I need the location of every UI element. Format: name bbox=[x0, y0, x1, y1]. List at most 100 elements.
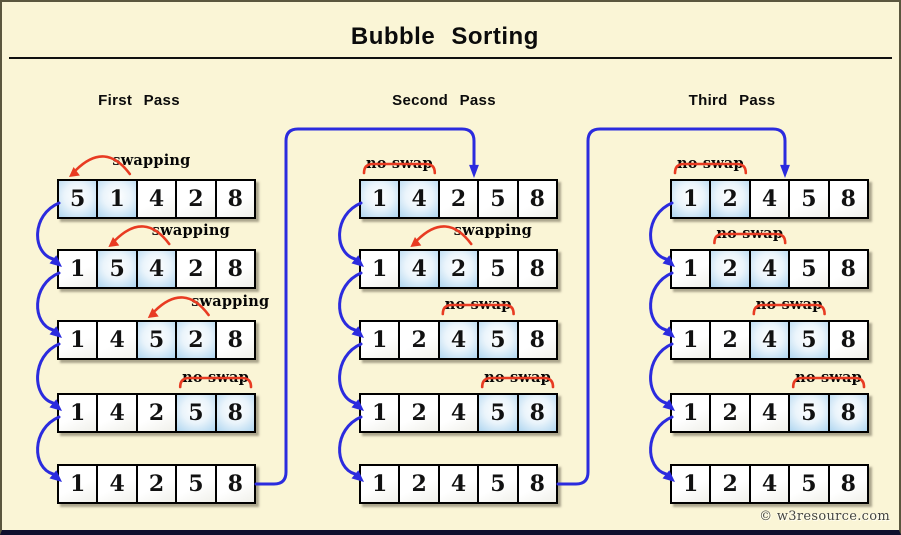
array-cell: 5 bbox=[479, 466, 519, 502]
array-cell: 1 bbox=[361, 466, 401, 502]
array-cell: 4 bbox=[400, 181, 440, 217]
array-cell: 4 bbox=[98, 466, 138, 502]
array-cell: 5 bbox=[177, 466, 217, 502]
title-divider bbox=[9, 57, 892, 59]
array-cell: 5 bbox=[790, 466, 830, 502]
swap-label: swapping bbox=[453, 222, 532, 239]
array-cell: 1 bbox=[59, 466, 99, 502]
array-cell: 1 bbox=[59, 322, 99, 358]
array-cell: 8 bbox=[518, 322, 557, 358]
array-cell: 1 bbox=[672, 395, 712, 431]
array-cell: 2 bbox=[439, 251, 480, 287]
array-cell: 8 bbox=[216, 251, 255, 287]
pass-header: First Pass bbox=[98, 92, 180, 109]
no-swap-label: no swap bbox=[713, 225, 787, 242]
array-cell: 2 bbox=[400, 322, 440, 358]
array-cell: 5 bbox=[790, 181, 830, 217]
array-cell: 1 bbox=[98, 181, 138, 217]
array-cell: 2 bbox=[400, 395, 440, 431]
array-cell: 2 bbox=[137, 466, 178, 502]
array-cell: 2 bbox=[711, 251, 751, 287]
array-cell: 4 bbox=[750, 181, 791, 217]
array-cell: 8 bbox=[829, 395, 868, 431]
no-swap-label: no swap bbox=[179, 369, 253, 386]
array-cell: 2 bbox=[177, 181, 217, 217]
no-swap-label: no swap bbox=[441, 296, 515, 313]
array-cell: 5 bbox=[790, 322, 830, 358]
array-cell: 4 bbox=[137, 251, 178, 287]
array-cell: 4 bbox=[750, 322, 791, 358]
array-cell: 5 bbox=[479, 322, 519, 358]
array-cell: 8 bbox=[518, 251, 557, 287]
array-cell: 8 bbox=[829, 181, 868, 217]
array-cell: 4 bbox=[98, 395, 138, 431]
watermark: © w3resource.com bbox=[759, 509, 890, 524]
array-cell: 4 bbox=[439, 322, 480, 358]
array-cell: 5 bbox=[479, 251, 519, 287]
array-cell: 4 bbox=[137, 181, 178, 217]
no-swap-label: no swap bbox=[362, 155, 436, 172]
no-swap-label: no swap bbox=[792, 369, 866, 386]
array-cell: 1 bbox=[672, 466, 712, 502]
array-cell: 2 bbox=[711, 395, 751, 431]
array-cell: 1 bbox=[59, 395, 99, 431]
no-swap-label: no swap bbox=[481, 369, 555, 386]
array-cell: 8 bbox=[216, 181, 255, 217]
pass-header: Second Pass bbox=[392, 92, 496, 109]
array-cell: 1 bbox=[59, 251, 99, 287]
array-cell: 1 bbox=[361, 322, 401, 358]
array-cell: 4 bbox=[439, 395, 480, 431]
array-cell: 2 bbox=[711, 181, 751, 217]
array-cell: 4 bbox=[750, 395, 791, 431]
array-cell: 8 bbox=[216, 395, 255, 431]
array-cell: 1 bbox=[361, 395, 401, 431]
array-cell: 1 bbox=[672, 251, 712, 287]
array-cell: 5 bbox=[137, 322, 178, 358]
array-cell: 5 bbox=[790, 395, 830, 431]
array-cell: 1 bbox=[361, 181, 401, 217]
array-cell: 4 bbox=[439, 466, 480, 502]
array-cell: 8 bbox=[829, 322, 868, 358]
array-cell: 2 bbox=[439, 181, 480, 217]
array-cell: 4 bbox=[750, 466, 791, 502]
array-cell: 5 bbox=[59, 181, 99, 217]
array-cell: 5 bbox=[98, 251, 138, 287]
array-cell: 2 bbox=[400, 466, 440, 502]
array-cell: 8 bbox=[829, 466, 868, 502]
array-cell: 2 bbox=[177, 322, 217, 358]
array-cell: 4 bbox=[400, 251, 440, 287]
swap-label: swapping bbox=[112, 152, 191, 169]
array-cell: 8 bbox=[518, 466, 557, 502]
no-swap-label: no swap bbox=[752, 296, 826, 313]
array-cell: 4 bbox=[98, 322, 138, 358]
array-cell: 2 bbox=[711, 466, 751, 502]
array-cell: 5 bbox=[177, 395, 217, 431]
page-title: Bubble Sorting bbox=[350, 23, 539, 50]
array-cell: 8 bbox=[216, 466, 255, 502]
array-cell: 5 bbox=[479, 395, 519, 431]
array-cell: 2 bbox=[137, 395, 178, 431]
array-cell: 5 bbox=[479, 181, 519, 217]
swap-label: swapping bbox=[151, 222, 230, 239]
array-cell: 1 bbox=[672, 322, 712, 358]
array-cell: 8 bbox=[216, 322, 255, 358]
array-cell: 1 bbox=[361, 251, 401, 287]
array-cell: 8 bbox=[518, 181, 557, 217]
array-cell: 8 bbox=[829, 251, 868, 287]
array-cell: 2 bbox=[177, 251, 217, 287]
